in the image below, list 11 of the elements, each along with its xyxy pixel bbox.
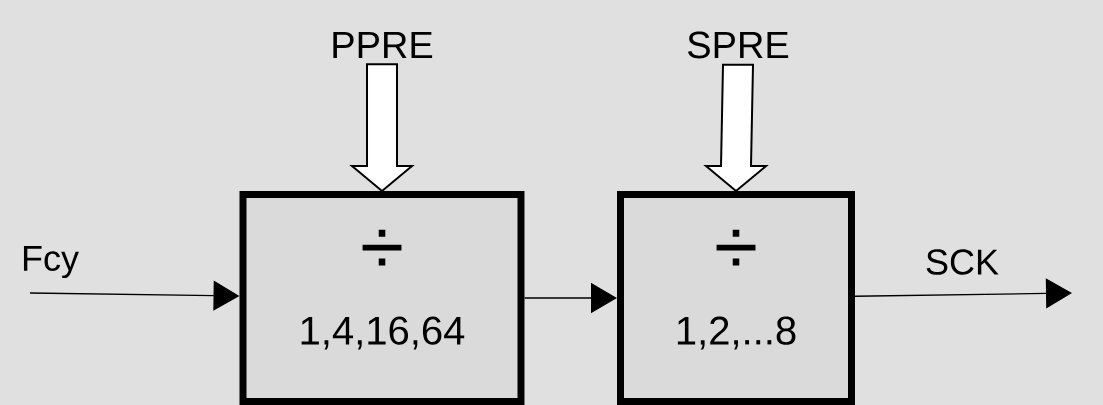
signal-label: Fcy [23, 245, 79, 279]
input-label: PPRE [333, 31, 433, 59]
signal-label: SCK [926, 249, 999, 275]
hollow-arrow [349, 63, 415, 193]
divisor-values: 1,4,16,64 [301, 316, 465, 350]
input-label: SPRE [688, 31, 789, 59]
division-sign: ÷ [716, 229, 756, 266]
hollow-arrow [703, 63, 769, 193]
arrow [854, 278, 1072, 309]
division-sign: ÷ [362, 229, 402, 266]
divisor-values: 1,2,...8 [677, 316, 796, 350]
